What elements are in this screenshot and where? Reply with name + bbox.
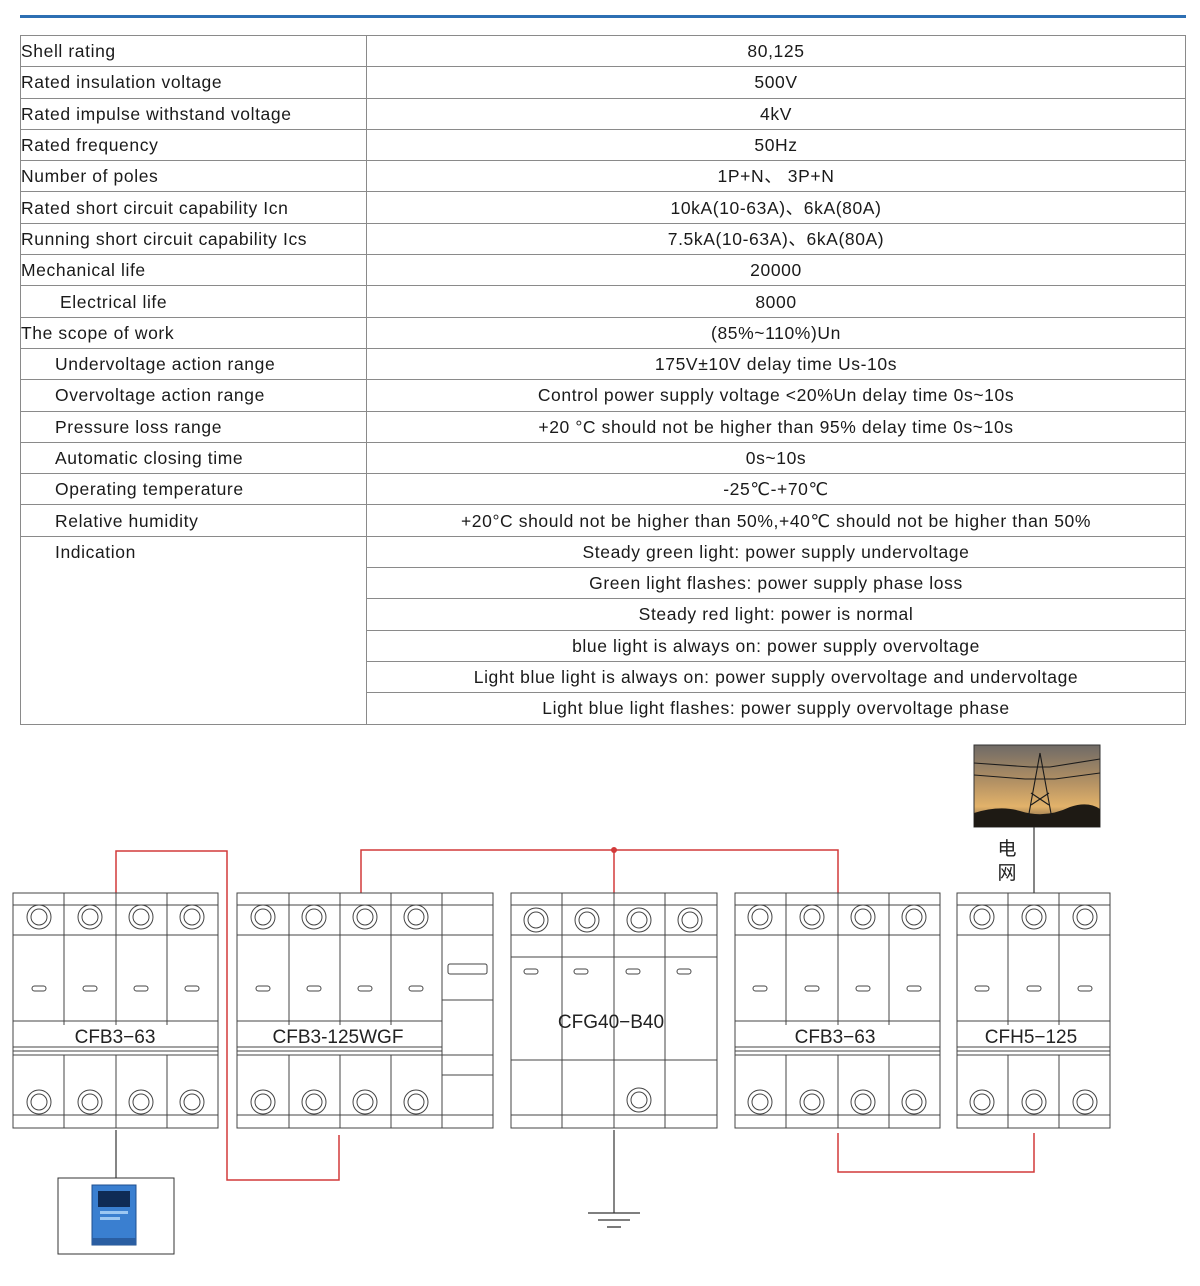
table-row: Operating temperature-25℃-+70℃ [20, 473, 1186, 506]
spec-label: Operating temperature [20, 473, 367, 506]
spec-value: +20°C should not be higher than 50%,+40℃… [366, 504, 1186, 537]
spec-label: Rated frequency [20, 128, 367, 162]
spec-label: Rated short circuit capability Icn [20, 191, 367, 224]
spec-value: 20000 [366, 254, 1186, 287]
power-grid-photo-icon [973, 744, 1101, 828]
breaker-cfb3-125wgf [236, 892, 494, 1129]
spec-value: 50Hz [366, 128, 1186, 162]
spec-label: Mechanical life [20, 254, 367, 287]
wire-right-bottom [837, 1133, 1035, 1173]
surge-protector-cfg40-b40 [510, 892, 718, 1129]
spec-label: The scope of work [20, 316, 367, 349]
junction-dot [611, 847, 617, 853]
indication-value: Light blue light is always on: power sup… [366, 660, 1186, 694]
table-row: The scope of work(85%~110%)Un [20, 316, 1186, 349]
indication-value: Green light flashes: power supply phase … [366, 567, 1186, 600]
table-row: Relative humidity+20°C should not be hig… [20, 504, 1186, 537]
wire-middle-top [360, 849, 839, 893]
table-row: Light blue light is always on: power sup… [21, 660, 1186, 694]
wiring-diagram: 电 网 CFB3−63 [12, 744, 1111, 1255]
table-row: Light blue light flashes: power supply o… [21, 692, 1186, 725]
device-label-4: CFB3−63 [795, 1027, 876, 1048]
indication-label: Indication [20, 535, 367, 725]
switch-cfh5-125 [956, 892, 1111, 1129]
spec-label: Rated impulse withstand voltage [20, 97, 367, 130]
red-wires [115, 847, 1035, 1181]
wire-left-top [115, 850, 340, 1181]
device-label-2: CFB3-125WGF [273, 1027, 404, 1048]
spec-label: Running short circuit capability Ics [20, 222, 367, 256]
table-row: Pressure loss range+20 °C should not be … [20, 410, 1186, 443]
spec-value: 1P+N、 3P+N [366, 160, 1186, 193]
spec-value: 10kA(10-63A)、6kA(80A) [366, 191, 1186, 224]
spec-value: 500V [366, 66, 1186, 99]
device-label-5: CFH5−125 [985, 1027, 1077, 1048]
spec-value: 80,125 [366, 34, 1186, 68]
grid-label-char-2: 网 [997, 863, 1016, 884]
device-label-1: CFB3−63 [75, 1027, 156, 1048]
spec-label: Electrical life [20, 285, 367, 318]
inverter-icon [57, 1177, 175, 1255]
spec-label: Shell rating [20, 34, 367, 68]
top-rule [20, 15, 1186, 18]
spec-label: Relative humidity [20, 504, 367, 537]
spec-value: Control power supply voltage <20%Un dela… [366, 379, 1186, 412]
indication-value: blue light is always on: power supply ov… [366, 629, 1186, 662]
ground-icon [588, 1212, 640, 1228]
spec-label: Undervoltage action range [20, 347, 367, 381]
breaker-cfb3-63-right [734, 892, 941, 1129]
indication-value: Light blue light flashes: power supply o… [366, 692, 1186, 725]
spec-value: 0s~10s [366, 441, 1186, 475]
spec-label: Number of poles [20, 160, 367, 193]
spec-value: 8000 [366, 285, 1186, 318]
grid-label-char-1: 电 [997, 838, 1016, 860]
spec-value: +20 °C should not be higher than 95% del… [366, 410, 1186, 443]
table-row: Green light flashes: power supply phase … [21, 567, 1186, 600]
table-row: Steady red light: power is normal [21, 598, 1186, 631]
spec-value: 7.5kA(10-63A)、6kA(80A) [366, 222, 1186, 256]
spec-label: Rated insulation voltage [20, 66, 367, 99]
indication-value: Steady red light: power is normal [366, 598, 1186, 631]
grid-label: 电 网 [994, 835, 1020, 884]
spec-label: Pressure loss range [20, 410, 367, 443]
indication-value: Steady green light: power supply undervo… [366, 535, 1186, 569]
spec-label: Overvoltage action range [20, 379, 367, 412]
spec-value: (85%~110%)Un [366, 316, 1186, 349]
spec-value: 175V±10V delay time Us-10s [366, 347, 1186, 381]
spec-value: 4kV [366, 97, 1186, 130]
spec-value: -25℃-+70℃ [366, 473, 1186, 506]
breaker-cfb3-63-left [12, 892, 219, 1129]
device-label-3: CFG40−B40 [558, 1012, 664, 1033]
black-wires [115, 827, 1035, 1213]
spec-label: Automatic closing time [20, 441, 367, 475]
